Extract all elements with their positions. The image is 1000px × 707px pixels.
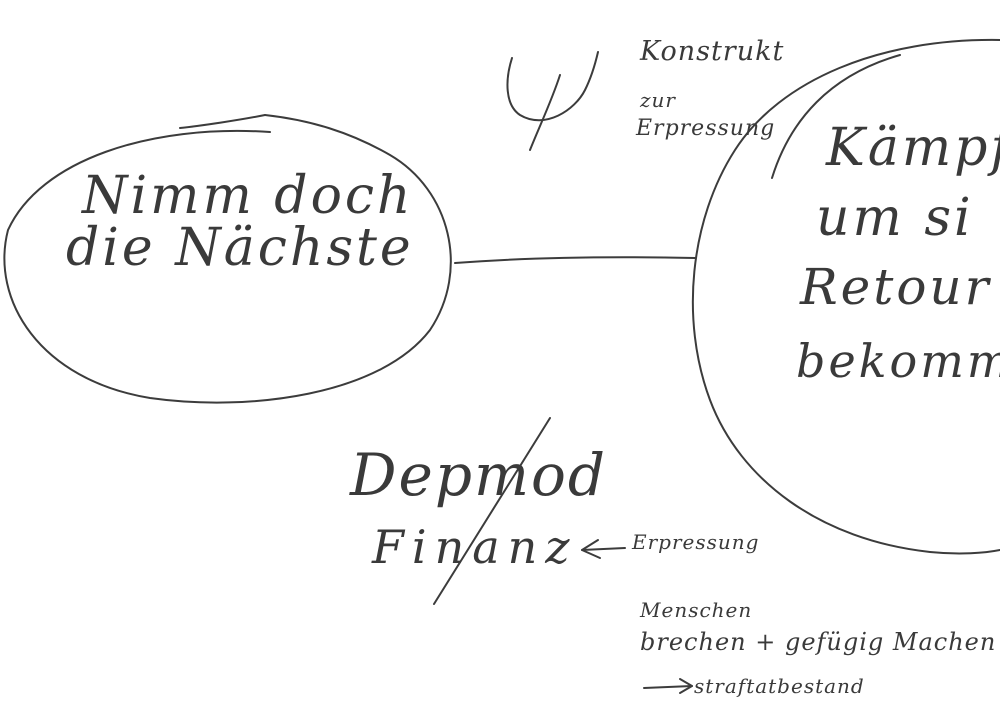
left-node-label-line1: Nimm doch: [82, 166, 414, 226]
left-node-label-line2: die Nächste: [66, 218, 414, 278]
right-node-label-line3: Retour: [800, 258, 992, 316]
arrow-left: [581, 547, 626, 551]
right-node-label-line1: Kämpfe: [826, 118, 1000, 178]
note-label-line1: Menschen: [640, 598, 753, 622]
arrow-left-head: [581, 539, 601, 559]
right-node-circle-inner-arc: [771, 54, 901, 179]
konstrukt-label-line2: zur: [640, 88, 676, 112]
depmod-label: Depmod: [350, 441, 607, 509]
konstrukt-label-line1: Konstrukt: [640, 36, 785, 67]
finanz-label: Finanz: [372, 520, 578, 574]
konstrukt-label-line3: Erpressung: [636, 116, 776, 141]
left-node-ellipse: [3, 114, 452, 404]
right-node-circle: [691, 38, 1000, 555]
left-node-ellipse-tail: [179, 114, 266, 129]
strike-through-line: [433, 417, 551, 605]
connector-line: [454, 256, 696, 264]
psi-symbol: [506, 51, 599, 122]
arrow-right-head: [679, 678, 693, 694]
right-node-label-line2: um si: [816, 188, 974, 248]
erpressung-label: Erpressung: [632, 530, 760, 554]
arrow-right: [643, 685, 693, 689]
note-label-line2: brechen + gefügig Machen: [640, 628, 997, 656]
note-label-line3: straftatbestand: [694, 674, 865, 698]
right-node-label-line4: bekomm: [796, 334, 1000, 388]
psi-stem: [529, 74, 561, 151]
